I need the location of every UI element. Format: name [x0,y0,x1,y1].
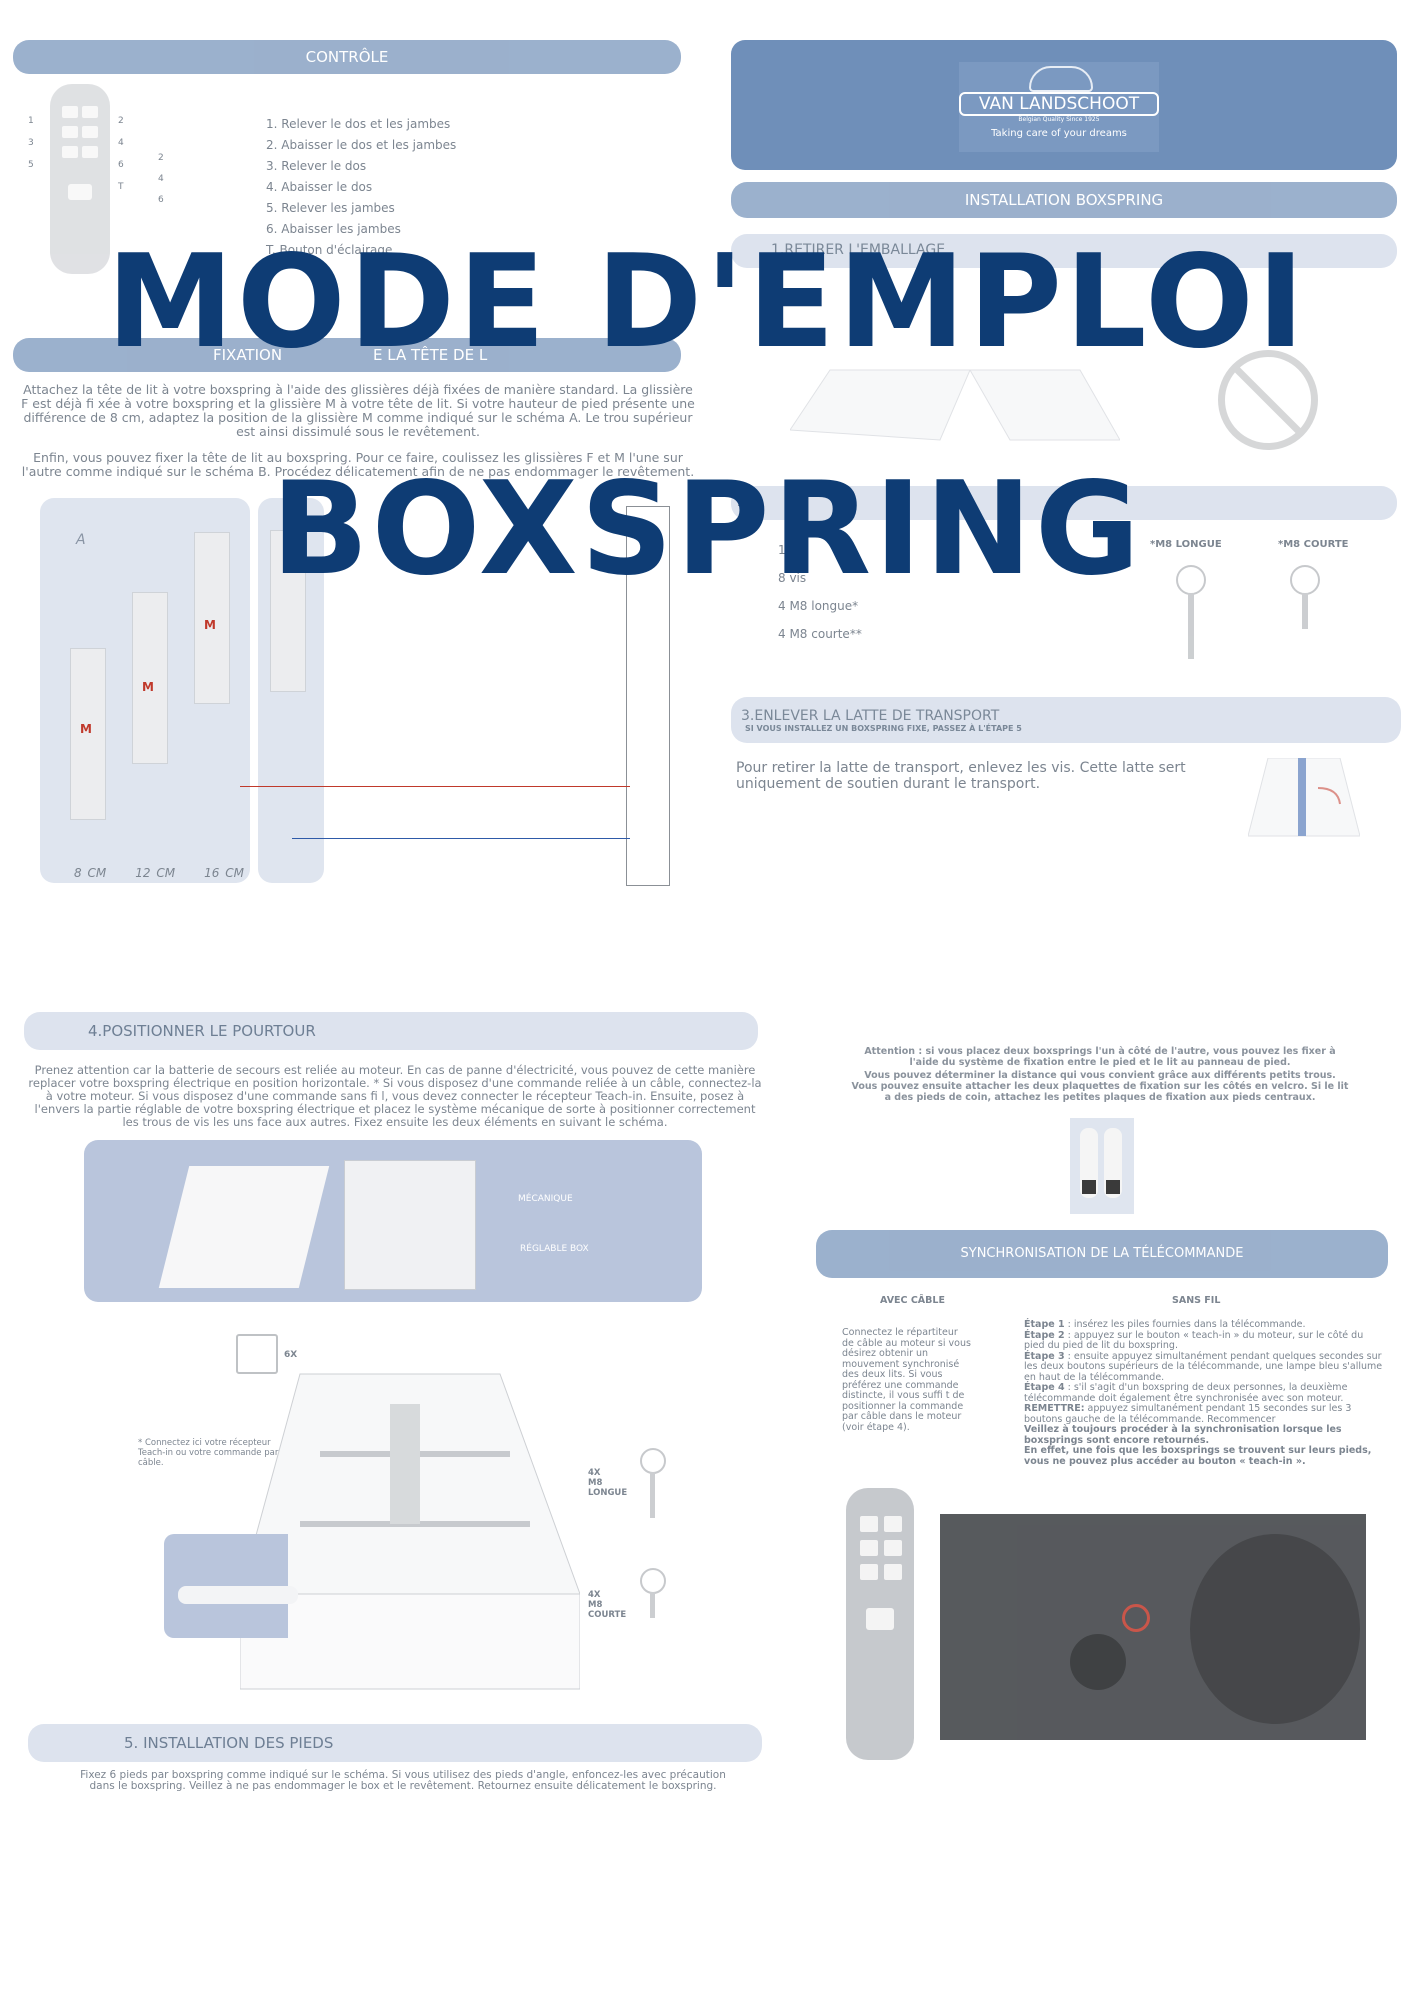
sync-step-4: Étape 4 : s'il s'agit d'un boxspring de … [1024,1382,1348,1404]
bear-icon [1029,66,1093,92]
box-illustration [158,1166,330,1288]
mechanism-illustration [344,1160,476,1290]
brand-logo: VAN LANDSCHOOT Belgian Quality Since 192… [959,62,1159,152]
headboard-para2: Enfin, vous pouvez fixer la tête de lit … [21,450,695,479]
step3-text: Pour retirer la latte de transport, enle… [736,760,1186,792]
two-remotes-image [1070,1118,1134,1214]
remote-control-image [50,84,110,274]
height-labels: 8 CM 12 CM 16 CM [74,866,244,880]
battery-icon [236,1334,278,1374]
wired-remote-icon [178,1586,298,1604]
step1-bar: 1.RETIRER L'EMBALLAGE [731,234,1397,268]
step3-subheading: SI VOUS INSTALLEZ UN BOXSPRING FIXE, PAS… [745,724,1022,733]
mattress-illustration [789,350,1121,460]
teach-in-button-highlight [1122,1604,1150,1632]
title-line-2: BOXSPRING [271,455,1143,604]
control-left-numbers: 1 3 5 [28,116,34,170]
surround-diagram-panel: MÉCANIQUE RÉGLABLE BOX [84,1140,702,1302]
step3-heading: 3.ENLEVER LA LATTE DE TRANSPORT [741,708,1000,724]
mecanique-label: MÉCANIQUE [518,1194,573,1204]
surround-heading-bar: 4.POSITIONNER LE POURTOUR [24,1012,758,1050]
no-scissors-icon [1218,350,1318,450]
control-list: 1. Relever le dos et les jambes 2. Abais… [266,117,457,257]
control-right-numbers: 2 4 6 T [118,116,124,192]
screw-short-small-icon [640,1568,666,1618]
blue-guide-line [292,838,630,839]
motor-knob [1070,1634,1126,1690]
sync-steps: Étape 1 : insérez les piles fournies dan… [1024,1319,1386,1467]
label-b: B [446,532,456,548]
brand-header: VAN LANDSCHOOT Belgian Quality Since 192… [731,40,1397,170]
remote-large-image [846,1488,914,1760]
surround-text: Prenez attention car la batterie de seco… [28,1063,762,1129]
install-heading-bar: INSTALLATION BOXSPRING [731,182,1397,218]
red-guide-line [240,786,630,787]
feet-text: Fixez 6 pieds par boxspring comme indiqu… [80,1769,726,1792]
rail-12cm [132,592,168,764]
headboard-heading-right: E LA TÊTE DE L [373,346,488,364]
step1-heading: 1.RETIRER L'EMBALLAGE [771,242,946,258]
four-long-label: 4X M8 LONGUE [588,1468,628,1498]
title-line-1: MODE D'EMPLOI [106,228,1308,377]
rail-m-12: M [142,680,154,694]
receiver-note: * Connectez ici votre récepteur Teach-in… [138,1438,279,1468]
sync-bold-2: En effet, une fois que les boxsprings se… [1024,1445,1372,1467]
control-heading-bar: CONTRÔLE [13,40,681,74]
bed-frame-illustration [239,1364,581,1694]
m8-short-label: *M8 COURTE [1278,539,1349,550]
sync-bold-1: Veillez à toujours procéder à la synchro… [1024,1424,1342,1446]
four-short-label: 4X M8 COURTE [588,1590,627,1620]
sync-step-1: Étape 1 : insérez les piles fournies dan… [1024,1319,1306,1330]
rail-8cm [70,648,106,820]
attention-line1: Attention : si vous placez deux boxsprin… [864,1046,1336,1068]
wired-title: AVEC CÂBLE [880,1295,945,1306]
step2-bar: 2. [731,486,1397,520]
headboard-para1: Attachez la tête de lit à votre boxsprin… [21,382,695,439]
brand-tagline: Taking care of your dreams [991,128,1127,139]
sync-step-2: Étape 2 : appuyez sur le bouton « teach-… [1024,1329,1364,1351]
headboard-heading-bar: FIXATION E LA TÊTE DE L [13,338,681,372]
screw-long-small-icon [640,1448,666,1518]
rail-b [270,530,306,692]
feet-heading: 5. INSTALLATION DES PIEDS [124,1734,334,1752]
rail-16cm [194,532,230,704]
surround-heading: 4.POSITIONNER LE POURTOUR [88,1022,316,1040]
m8-long-label: *M8 LONGUE [1150,539,1222,550]
wireless-title: SANS FIL [1172,1295,1221,1306]
parts-list: 12 p 8 vis 4 M8 longue* 4 M8 courte** [778,543,862,641]
control-heading: CONTRÔLE [305,48,389,66]
sync-reset: REMETTRE: appuyez simultanément pendant … [1024,1403,1352,1425]
motor-housing [1190,1534,1360,1724]
six-x-label: 6X [284,1350,298,1360]
screw-short-icon [1290,565,1320,630]
wired-text: Connectez le répartiteur de câble au mot… [842,1327,971,1433]
headboard-outline [626,506,670,886]
label-a: A [76,532,86,548]
step2-heading: 2. [737,494,751,510]
sync-step-3: Étape 3 : ensuite appuyez simultanément … [1024,1350,1383,1383]
install-heading: INSTALLATION BOXSPRING [964,191,1164,209]
rail-m-8: M [80,722,92,736]
headboard-heading-left: FIXATION [213,346,283,364]
step3-bar: 3.ENLEVER LA LATTE DE TRANSPORT SI VOUS … [731,697,1401,743]
motor-photo [940,1514,1366,1740]
brand-quality: Belgian Quality Since 1925 [1018,116,1100,123]
sync-heading: SYNCHRONISATION DE LA TÉLÉCOMMANDE [960,1246,1244,1261]
screw-long-icon [1176,565,1206,660]
rail-m-16: M [204,618,216,632]
reglable-label: RÉGLABLE BOX [520,1244,589,1254]
control-side-numbers: 2 4 6 [158,153,164,205]
feet-heading-bar: 5. INSTALLATION DES PIEDS [28,1724,762,1762]
attention-line2: Vous pouvez déterminer la distance qui v… [851,1070,1349,1103]
sync-heading-bar: SYNCHRONISATION DE LA TÉLÉCOMMANDE [816,1230,1388,1278]
transport-slat-illustration [1247,757,1361,844]
remote-wire-panel [164,1534,298,1638]
brand-name: VAN LANDSCHOOT [959,92,1159,116]
